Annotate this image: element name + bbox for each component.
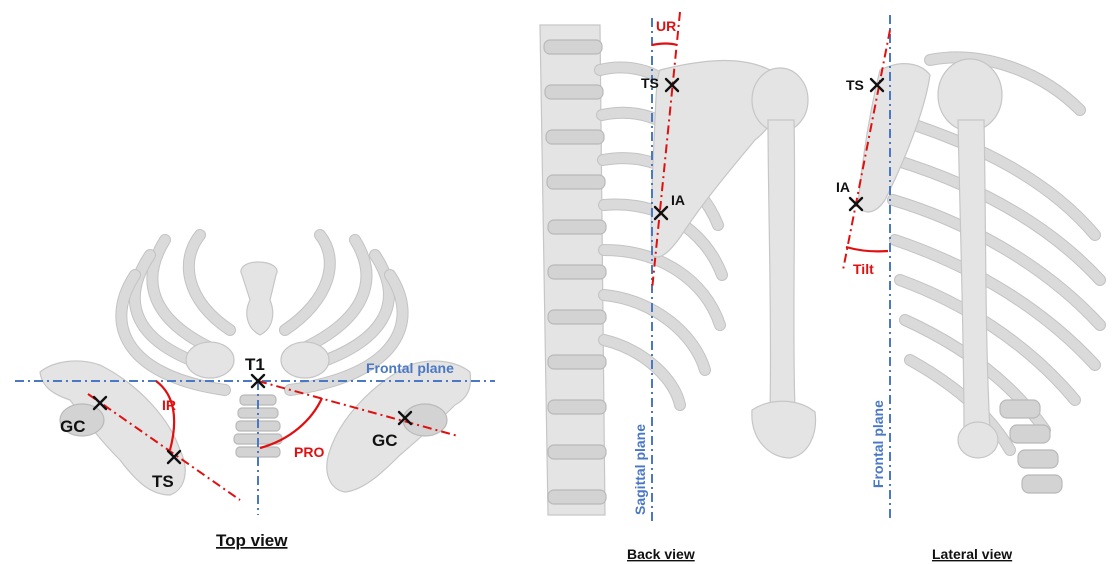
ir-angle-label: IR [162, 397, 176, 413]
ia-back-label: IA [671, 192, 685, 208]
gc-right-label: GC [372, 431, 398, 450]
top-frontal-plane-label: Frontal plane [366, 360, 454, 376]
sagittal-plane-label: Sagittal plane [632, 424, 648, 515]
lateral-view-caption: Lateral view [932, 546, 1012, 562]
ts-top-label: TS [152, 472, 174, 491]
t1-label: T1 [245, 355, 265, 374]
gc-left-label: GC [60, 417, 86, 436]
back-view-caption: Back view [627, 546, 695, 562]
back-view-panel: UR TS IA Sagittal plane Back view [540, 12, 816, 562]
ts-back-label: TS [641, 75, 659, 91]
lateral-view-panel: TS IA Tilt Frontal plane Lateral view [836, 15, 1100, 562]
tilt-angle-arc [846, 247, 888, 251]
back-view-spine [540, 25, 606, 515]
ia-lateral-label: IA [836, 179, 850, 195]
top-view-panel: T1 GC TS GC IR PRO Frontal plane Top vie… [15, 235, 495, 550]
ur-angle-label: UR [656, 18, 676, 34]
ur-angle-arc [652, 44, 677, 46]
top-view-caption: Top view [216, 531, 288, 550]
pro-angle-label: PRO [294, 444, 324, 460]
ts-lateral-label: TS [846, 77, 864, 93]
lateral-frontal-plane-label: Frontal plane [870, 400, 886, 488]
tilt-angle-label: Tilt [853, 261, 874, 277]
